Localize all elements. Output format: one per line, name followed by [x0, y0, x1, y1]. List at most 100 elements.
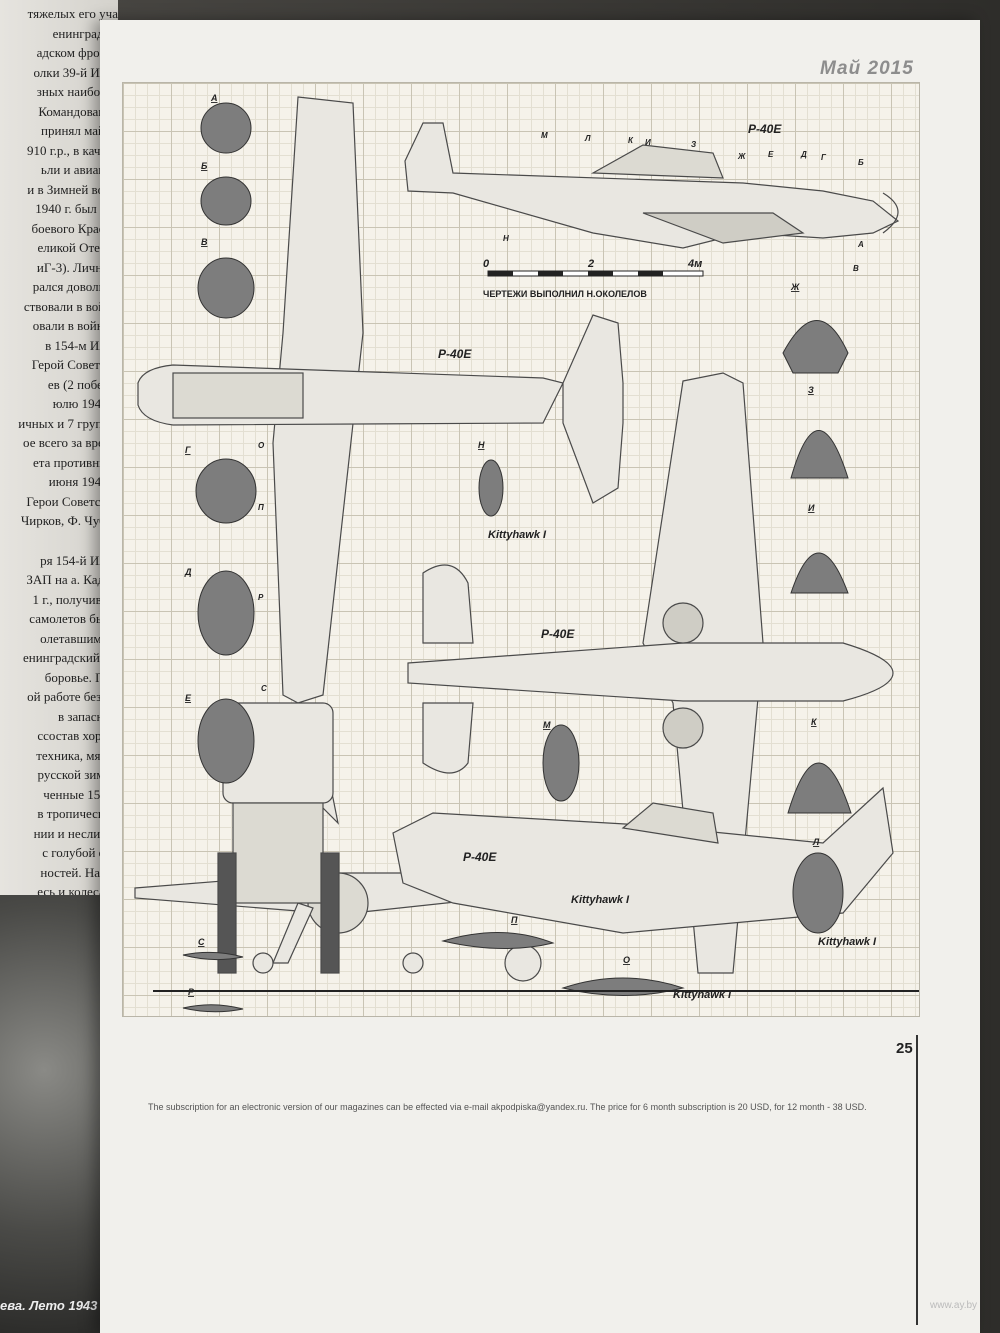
section-label-a: А — [210, 93, 218, 103]
section-label-zh: Ж — [790, 282, 800, 292]
left-text-line: ета противника — [33, 454, 118, 470]
station-s: С — [261, 684, 267, 693]
left-text-line: Герой Советско — [31, 357, 118, 372]
left-text-line: самолетов были — [29, 611, 118, 626]
station-k: К — [628, 136, 634, 145]
label-kittyhawk-3: Kittyhawk I — [818, 936, 877, 948]
left-text-line: ЗАП на а. Кадни — [26, 572, 118, 587]
left-text-line: олки 39-й ИАД — [33, 64, 118, 80]
section-label-z: З — [808, 385, 814, 395]
station-z: З — [691, 140, 696, 149]
blueprint-panel: 0 2 4м ЧЕРТЕЖИ ВЫПОЛНИЛ Н.ОКОЛЕЛОВ P-40E… — [122, 82, 920, 1017]
scale-zero: 0 — [483, 258, 490, 270]
section-label-d: Д — [184, 567, 192, 577]
left-text-line: боевого Красно — [31, 220, 118, 236]
left-text-line: зных наиболее — [36, 84, 118, 99]
station-o: О — [258, 441, 265, 450]
station-r: Р — [258, 593, 264, 602]
section-label-m: М — [543, 720, 551, 730]
station-d: Д — [800, 150, 807, 159]
section-label-b: Б — [201, 161, 208, 171]
left-text-line: 1940 г. был наг — [35, 201, 118, 216]
scale-bar: 0 2 4м — [483, 258, 704, 277]
left-text-line: еликой Отечес — [37, 240, 119, 255]
section-label-r: Р — [188, 987, 195, 997]
bottom-view-p40e — [407, 372, 894, 974]
left-text-line: ьли и авиапол — [40, 162, 118, 177]
section-label-s: С — [198, 937, 205, 947]
left-text-line: русской зимой — [37, 767, 118, 782]
station-b: Б — [858, 158, 864, 167]
station-n: Н — [503, 234, 509, 243]
station-l: Л — [584, 134, 591, 143]
drawing-credit: ЧЕРТЕЖИ ВЫПОЛНИЛ Н.ОКОЛЕЛОВ — [483, 289, 647, 299]
section-label-p: П — [511, 915, 518, 925]
side-view-p40e — [404, 122, 900, 249]
section-label-v: В — [201, 237, 208, 247]
side-view-kittyhawk — [392, 786, 894, 982]
left-text-line: ностей. На мо — [40, 864, 118, 880]
left-text-line: в 154-м ИАП — [45, 337, 118, 353]
subscription-note: The subscription for an electronic versi… — [148, 1102, 867, 1112]
left-text-line: тяжелых его уча — [27, 6, 118, 21]
top-view-p40e — [137, 96, 624, 704]
section-label-o: О — [623, 955, 630, 965]
left-text-line: ря 154-й ИАП — [40, 552, 118, 568]
station-g: Г — [821, 153, 827, 162]
left-text-line: иГ-3). Личный — [36, 259, 118, 275]
page-margin-rule — [916, 1035, 918, 1325]
station-marks-wing: О П Р С — [258, 441, 267, 693]
left-text-line: рался довольно — [32, 279, 118, 294]
cross-sections-right — [782, 320, 852, 934]
left-text-line: нии и несли же — [33, 825, 118, 841]
label-bottom-p40e: P-40E — [541, 627, 575, 641]
left-text-line: и в Зимней войн — [27, 181, 118, 197]
label-kittyhawk-2: Kittyhawk I — [571, 894, 630, 906]
cross-sections-left — [195, 102, 257, 784]
left-text-line: 910 г.р., в качест — [27, 142, 118, 158]
label-kittyhawk-1: Kittyhawk I — [488, 529, 547, 541]
left-text-line: адском фронте — [36, 45, 118, 60]
label-front-p40e: P-40E — [463, 850, 497, 864]
left-text-line: енинградский фр — [22, 650, 118, 665]
page-number: 25 — [896, 1040, 913, 1057]
pilot-photo — [0, 895, 110, 1333]
left-text-line: боровье. При — [44, 669, 118, 685]
left-text-line: с голубой окр — [42, 845, 118, 860]
station-marks-bottom: Н А В — [503, 234, 864, 273]
left-text-line: принял майор — [41, 123, 118, 138]
left-text-line: Командование — [38, 103, 118, 119]
watermark: www.ay.by — [930, 1300, 978, 1311]
section-label-g: Г — [185, 445, 191, 455]
scale-two: 2 — [587, 258, 594, 270]
station-marks-top: М Л К И З Ж Е Д Г Б — [541, 131, 864, 167]
photo-caption: ева. Лето 1943 г. — [0, 1298, 112, 1313]
section-label-n: Н — [478, 440, 485, 450]
station-i: И — [645, 138, 651, 147]
station-v: В — [853, 264, 859, 273]
left-text-line: овали в войне г — [32, 318, 118, 333]
left-text-line: ссостав хорош — [37, 728, 118, 743]
scale-four: 4м — [687, 258, 702, 270]
left-text-line: ченные 154-й — [43, 786, 118, 802]
station-zh: Ж — [737, 152, 746, 161]
section-label-i: И — [808, 503, 815, 513]
issue-header: Май 2015 — [820, 58, 914, 79]
section-label-l: Л — [812, 837, 820, 847]
label-kittyhawk-4: Kittyhawk I — [673, 989, 732, 1001]
left-text-line: техника, мягко — [36, 747, 118, 763]
label-top-p40e: P-40E — [438, 347, 472, 361]
section-label-e: Е — [185, 693, 192, 703]
station-e: Е — [768, 150, 774, 159]
station-m: М — [541, 131, 548, 140]
left-text-line: в тропическом — [37, 806, 118, 821]
left-text-line: ствовали в войне — [23, 298, 118, 314]
left-text-line: ое всего за время — [23, 435, 118, 450]
left-text-line: ой работе без пр — [27, 689, 118, 704]
left-text-line: олетавшими в — [40, 630, 118, 646]
left-text-line: 1 г., получив 20 — [32, 591, 118, 607]
left-text-line: ичных и 7 группы — [18, 415, 118, 431]
station-a: А — [857, 240, 864, 249]
left-text-line: Чирков, Ф. Чубук — [20, 513, 118, 528]
